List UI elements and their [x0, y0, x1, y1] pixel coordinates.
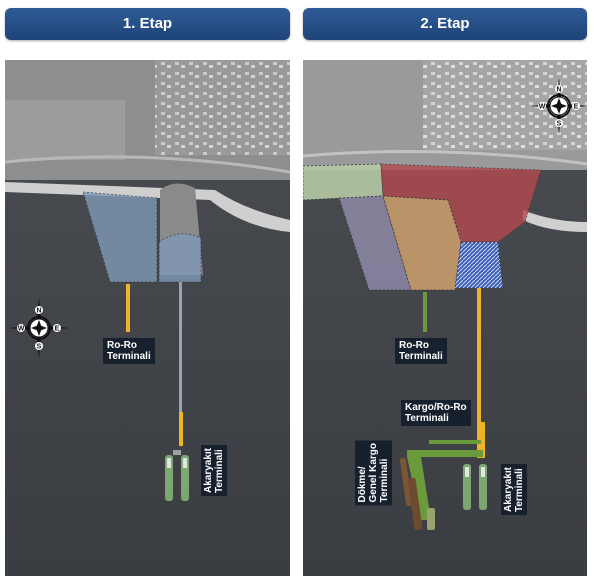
stage-2-main-pier: [477, 288, 481, 458]
stage-1-jetty: [179, 282, 182, 412]
stage-1-compass-icon: N E S W: [9, 298, 69, 358]
stage-2-bulk-label: Dökme/ Genel Kargo Terminali: [355, 440, 392, 506]
stage-1-header: 1. Etap: [5, 8, 290, 40]
stage-1-roro-pier: [126, 284, 130, 332]
stage-2-bulk-quay: [407, 450, 483, 520]
stage-2-header: 2. Etap: [303, 8, 587, 40]
stage-1-roro-zone: [82, 191, 158, 283]
stage-1-fuel-label: Akaryakıt Terminali: [201, 445, 227, 497]
compass-w: W: [539, 104, 546, 111]
compass-n: N: [36, 308, 41, 315]
stage-2-zone-purple: [338, 195, 412, 291]
stage-2-title: 2. Etap: [420, 15, 470, 32]
stage-1-map: N E S W Ro-Ro Terminali Akaryakıt Termin…: [5, 60, 290, 576]
compass-e: E: [55, 326, 60, 333]
stage-1-tanker-ships: [165, 450, 189, 501]
stage-2-zone-red: [380, 163, 542, 243]
compass-e: E: [574, 104, 579, 111]
stage-2-map: N E S W Ro-Ro Terminali Kargo/Ro-Ro Term…: [303, 60, 587, 576]
stage-2-compass-icon: N E S W: [531, 78, 587, 134]
compass-n: N: [556, 87, 561, 94]
compass-w: W: [18, 326, 25, 333]
stage-2-roro-pier: [423, 292, 427, 332]
compass-s: S: [37, 344, 42, 351]
stage-1-roro-label: Ro-Ro Terminali: [103, 338, 155, 364]
stage-2-fuel-label: Akaryakıt Terminali: [501, 464, 527, 516]
stage-2-aerial-image: N E S W: [303, 60, 587, 576]
stage-2-cargo-label: Kargo/Ro-Ro Terminali: [401, 400, 471, 426]
stage-2-roro-label: Ro-Ro Terminali: [395, 338, 447, 364]
stage-1-title: 1. Etap: [122, 15, 173, 32]
stage-2-bulk-ships: [399, 458, 435, 531]
stage-1-port-basin: [158, 233, 202, 283]
stage-1-aerial-image: N E S W: [5, 60, 290, 576]
stage-2-zone-hatched: [454, 241, 504, 289]
stage-2-tanker-ships: [463, 464, 487, 510]
stage-2-zone-green: [303, 163, 384, 201]
compass-s: S: [557, 121, 562, 128]
